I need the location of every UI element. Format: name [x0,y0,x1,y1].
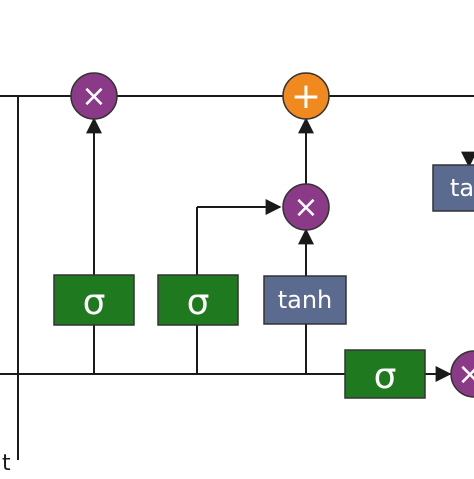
forget-gate-box: σ [53,274,135,326]
multiply-circle [450,350,474,398]
add-circle [282,72,330,120]
cell-output-tanh-box: ta [432,164,474,212]
sigma-label: σ [187,282,210,323]
multiply-circle [282,183,330,231]
sigma-box [344,349,426,399]
sigma-box [157,274,239,326]
input-label-fragment: t [2,451,11,474]
cell-add-node: + [282,72,330,120]
multiply-circle [70,72,118,120]
candidate-tanh-box: tanh [263,275,347,325]
tanh-label: ta [450,174,474,202]
multiply-symbol: × [457,357,474,392]
add-symbol: + [291,76,321,117]
tanh-box [432,164,474,212]
tanh-label: tanh [278,286,333,314]
tanh-box [263,275,347,325]
multiply-symbol: × [81,79,106,114]
multiply-symbol: × [293,190,318,225]
input-gate-box: σ [157,274,239,326]
sigma-box [53,274,135,326]
sigma-label: σ [374,356,397,397]
sigma-label: σ [83,282,106,323]
output-multiply-node: × [450,350,474,398]
output-gate-box: σ [344,349,426,399]
forget-multiply-node: × [70,72,118,120]
input-multiply-node: × [282,183,330,231]
